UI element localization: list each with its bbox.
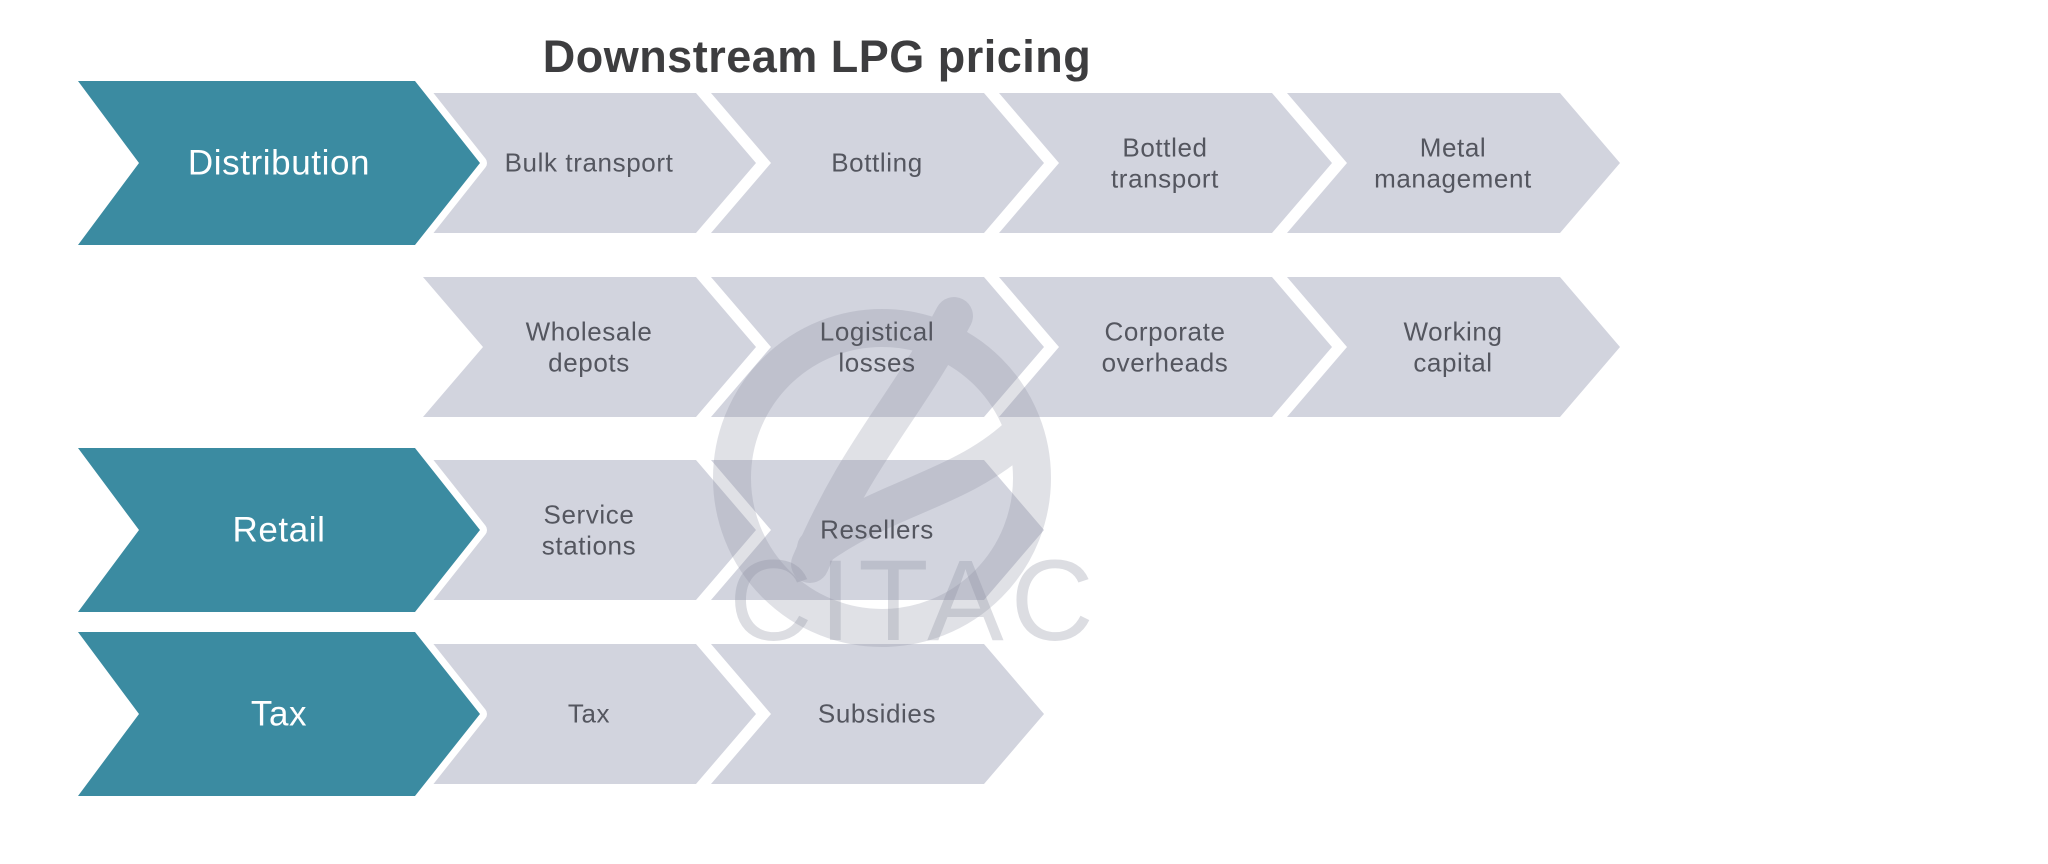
step-label-bottled-transport: Bottled transport: [1110, 132, 1219, 193]
step-label-resellers: Resellers: [820, 514, 934, 545]
chevron-retail: [71, 441, 487, 619]
chevron-subsidies: [704, 637, 1051, 791]
step-label-service-stations: Service stations: [541, 499, 637, 560]
step-label-metal-management: Metal management: [1374, 132, 1532, 193]
step-label-tax: Tax: [567, 698, 611, 729]
header-label-distribution: Distribution: [187, 143, 371, 183]
diagram-title: Downstream LPG pricing: [542, 31, 1092, 82]
step-label-corporate-overheads: Corporate overheads: [1101, 316, 1229, 377]
header-label-retail: Retail: [232, 510, 326, 550]
header-label-tax: Tax: [250, 694, 308, 734]
step-label-bulk-transport: Bulk transport: [504, 147, 674, 178]
chevron-corporate-overheads: [992, 270, 1339, 424]
step-label-wholesale-depots: Wholesale depots: [525, 316, 653, 377]
step-label-bottling: Bottling: [831, 147, 923, 178]
chevron-wholesale-depots: [416, 270, 763, 424]
chevron-resellers: [704, 453, 1051, 607]
step-label-logistical-losses: Logistical losses: [819, 316, 935, 377]
chevron-distribution: [71, 74, 487, 252]
step-label-subsidies: Subsidies: [817, 698, 937, 729]
chevron-working-capital: [1280, 270, 1627, 424]
chevron-metal-management: [1280, 86, 1627, 240]
chevron-tax: [71, 625, 487, 803]
chevron-bottling: [704, 86, 1051, 240]
chevron-bottled-transport: [992, 86, 1339, 240]
chevron-logistical-losses: [704, 270, 1051, 424]
step-label-working-capital: Working capital: [1403, 316, 1503, 377]
